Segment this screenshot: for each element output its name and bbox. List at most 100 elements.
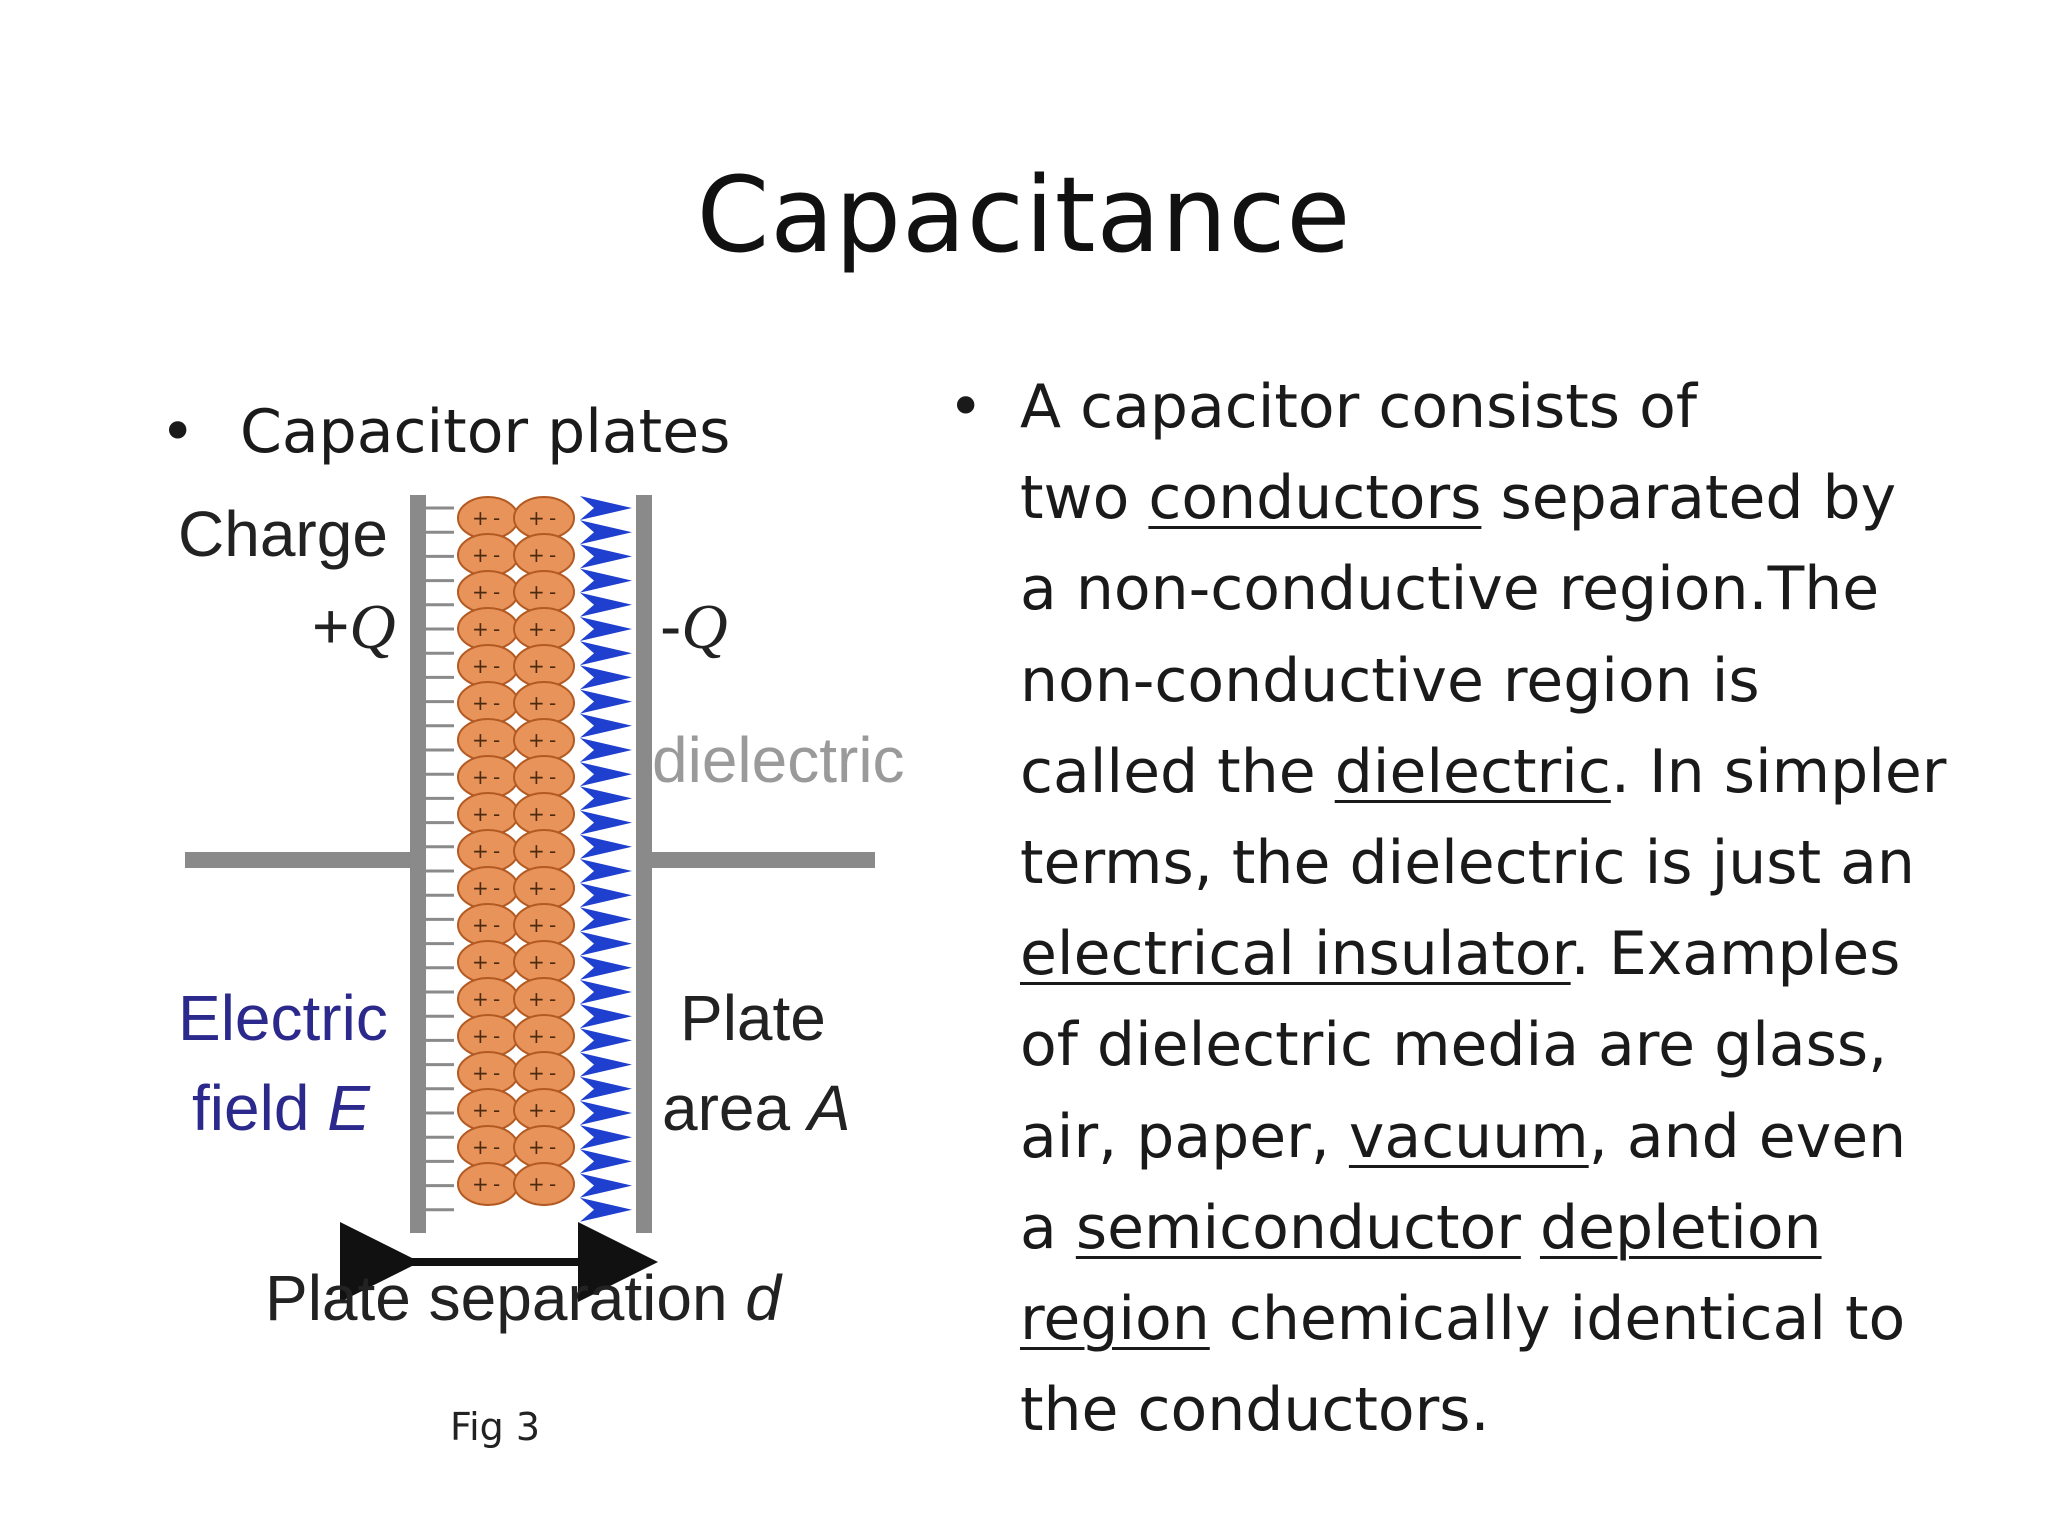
left-lead-wire xyxy=(185,852,415,868)
dipole-minus-sign: - xyxy=(493,913,500,937)
dipole-plus-sign: + xyxy=(528,654,545,678)
field-arrow xyxy=(580,1173,632,1198)
dipole-minus-sign: - xyxy=(549,654,556,678)
dipole-plus-sign: + xyxy=(528,802,545,826)
paragraph-line: electrical insulator. Examples xyxy=(1020,909,2020,1000)
dipole-minus-sign: - xyxy=(549,802,556,826)
dipole-plus-sign: + xyxy=(528,580,545,604)
dielectric-label: dielectric xyxy=(652,724,905,796)
field-arrow xyxy=(580,1028,632,1053)
dipole-minus-sign: - xyxy=(493,1098,500,1122)
paragraph-line: non-conductive region is xyxy=(1020,636,2020,727)
left-plate xyxy=(410,495,426,1233)
field-arrow xyxy=(580,955,632,980)
dipole-plus-sign: + xyxy=(472,765,489,789)
paragraph-line: called the dielectric. In simpler xyxy=(1020,727,2020,818)
dipole-plus-sign: + xyxy=(528,1172,545,1196)
dipole-minus-sign: - xyxy=(549,876,556,900)
field-arrow xyxy=(580,689,632,714)
paragraph-text: called the xyxy=(1020,736,1335,807)
dipole-minus-sign: - xyxy=(549,1172,556,1196)
underlined-term: dielectric xyxy=(1334,736,1611,807)
underlined-term: conductors xyxy=(1148,463,1482,534)
dipole-minus-sign: - xyxy=(493,654,500,678)
field-arrow xyxy=(580,592,632,617)
dipole-minus-sign: - xyxy=(549,691,556,715)
field-arrow xyxy=(580,641,632,666)
field-arrow xyxy=(580,544,632,569)
dipole-minus-sign: - xyxy=(493,839,500,863)
slide-title: Capacitance xyxy=(696,154,1352,276)
dipole-minus-sign: - xyxy=(493,950,500,974)
field-arrow xyxy=(580,1052,632,1077)
paragraph-line: the conductors. xyxy=(1020,1365,2020,1456)
dipole-plus-sign: + xyxy=(472,1135,489,1159)
dipole-plus-sign: + xyxy=(528,1061,545,1085)
field-arrow xyxy=(580,665,632,690)
dipole-plus-sign: + xyxy=(528,691,545,715)
dipole-plus-sign: + xyxy=(472,1061,489,1085)
right-lead-wire xyxy=(645,852,875,868)
dipole-plus-sign: + xyxy=(472,1172,489,1196)
field-arrow xyxy=(580,520,632,545)
dipole-plus-sign: + xyxy=(528,617,545,641)
paragraph-line: a semiconductor depletion xyxy=(1020,1183,2020,1274)
paragraph-text: two xyxy=(1020,463,1149,534)
dipole-plus-sign: + xyxy=(472,617,489,641)
underlined-term: depletion xyxy=(1539,1192,1822,1263)
field-arrow xyxy=(580,907,632,932)
dipole-plus-sign: + xyxy=(528,765,545,789)
dipole-minus-sign: - xyxy=(493,580,500,604)
dipole-minus-sign: - xyxy=(493,617,500,641)
field-arrow xyxy=(580,980,632,1004)
dipole-plus-sign: + xyxy=(472,839,489,863)
dipole-plus-sign: + xyxy=(472,543,489,567)
dipole-minus-sign: - xyxy=(493,506,500,530)
dipole-plus-sign: + xyxy=(472,691,489,715)
dipole-minus-sign: - xyxy=(493,1135,500,1159)
paragraph-text: . Examples xyxy=(1570,919,1901,990)
paragraph-line: air, paper, vacuum, and even xyxy=(1020,1092,2020,1183)
field-arrow xyxy=(580,810,632,835)
dipole-minus-sign: - xyxy=(549,1061,556,1085)
paragraph-line: terms, the dielectric is just an xyxy=(1020,818,2020,909)
dipole-minus-sign: - xyxy=(549,1098,556,1122)
right-bullet-dot: • xyxy=(948,372,984,442)
dipole-plus-sign: + xyxy=(472,506,489,530)
dipole-plus-sign: + xyxy=(528,876,545,900)
dipole-plus-sign: + xyxy=(472,987,489,1011)
paragraph-text: the conductors. xyxy=(1020,1375,1490,1446)
dipole-minus-sign: - xyxy=(493,987,500,1011)
dipole-minus-sign: - xyxy=(493,1172,500,1196)
paragraph-line: of dielectric media are glass, xyxy=(1020,1000,2020,1091)
dipole-minus-sign: - xyxy=(493,728,500,752)
dipole-plus-sign: + xyxy=(528,1135,545,1159)
field-arrow xyxy=(580,738,632,762)
dipole-plus-sign: + xyxy=(528,728,545,752)
dipole-plus-sign: + xyxy=(472,876,489,900)
dipole-minus-sign: - xyxy=(549,839,556,863)
dipole-plus-sign: + xyxy=(472,580,489,604)
bullet-dot: • xyxy=(160,397,196,467)
paragraph-line: two conductors separated by xyxy=(1020,453,2020,544)
field-arrow xyxy=(580,496,632,520)
field-arrow xyxy=(580,1004,632,1029)
dipole-minus-sign: - xyxy=(493,691,500,715)
dipole-plus-sign: + xyxy=(528,950,545,974)
paragraph-text xyxy=(1521,1193,1540,1263)
underlined-term: region xyxy=(1020,1283,1210,1354)
field-arrow xyxy=(580,762,632,787)
plate-area-label-line1: Plate xyxy=(680,982,826,1054)
plate-separation-label: Plate separation d xyxy=(265,1262,783,1334)
underlined-term: vacuum xyxy=(1348,1101,1589,1172)
field-arrow xyxy=(580,1197,632,1222)
dipole-minus-sign: - xyxy=(549,913,556,937)
underlined-term: electrical insulator xyxy=(1020,919,1571,990)
dipole-plus-sign: + xyxy=(472,1024,489,1048)
dipole-plus-sign: + xyxy=(528,1098,545,1122)
dipole-minus-sign: - xyxy=(549,617,556,641)
field-arrow xyxy=(580,568,632,593)
field-arrow xyxy=(580,931,632,956)
dipole-minus-sign: - xyxy=(493,1061,500,1085)
